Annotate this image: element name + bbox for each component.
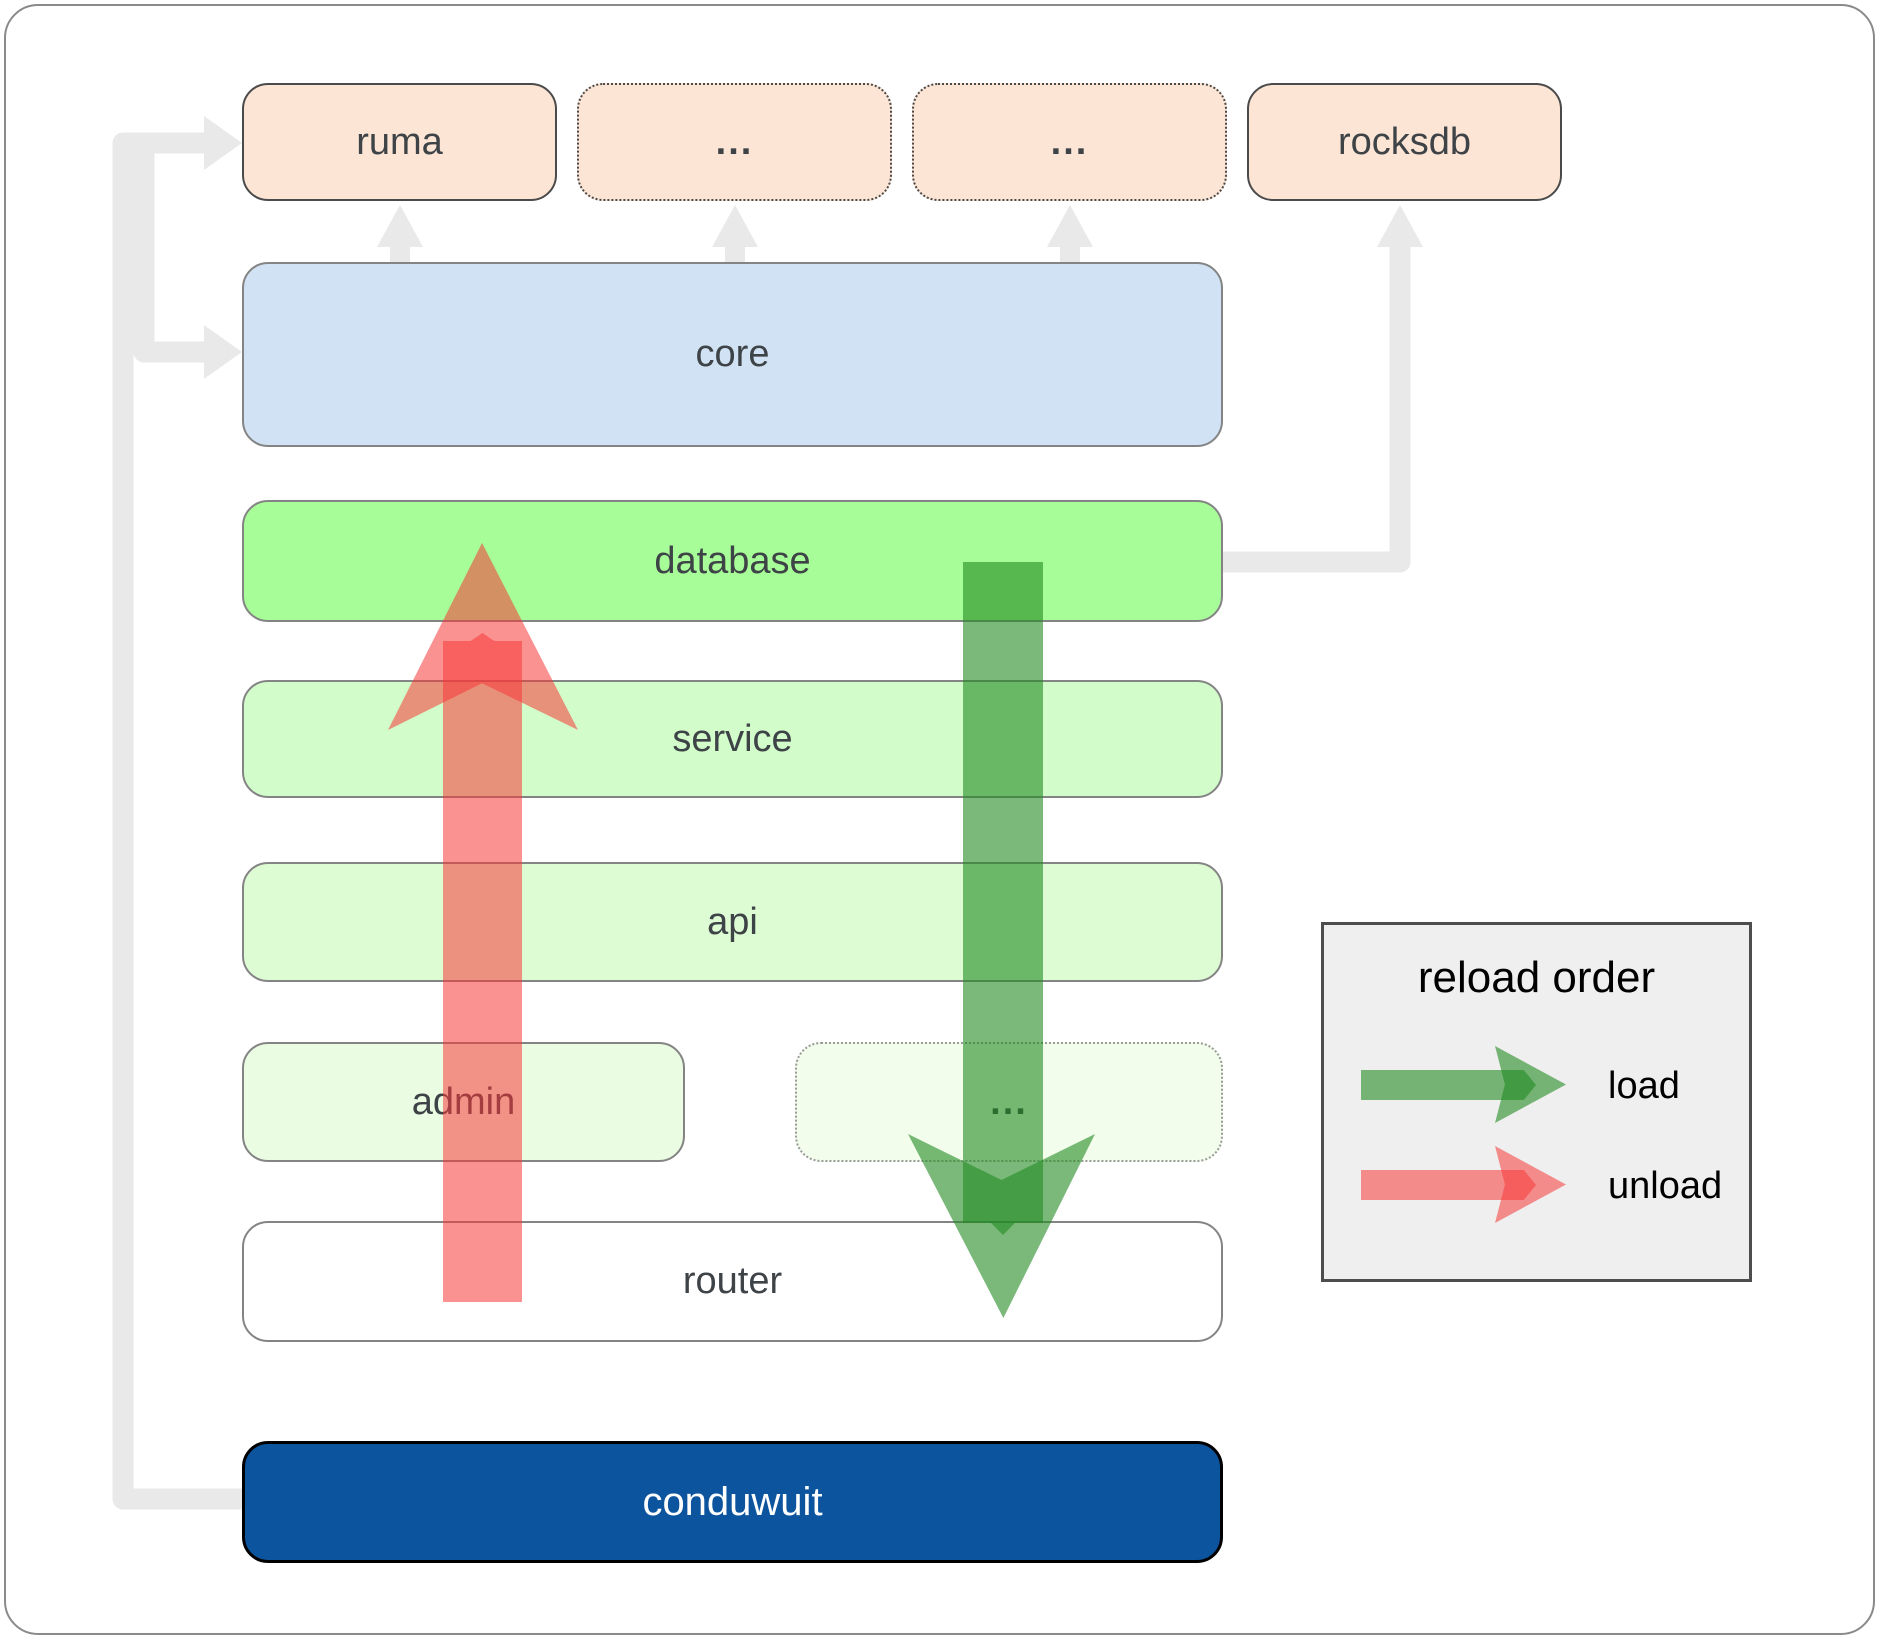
box-router-label: router — [682, 1260, 783, 1302]
box-misc-top-1: ... — [577, 83, 892, 201]
box-misc-top-2-label: ... — [1050, 120, 1089, 163]
box-misc-top-1-label: ... — [715, 120, 754, 163]
box-core-label: core — [695, 333, 770, 375]
box-rocksdb: rocksdb — [1247, 83, 1562, 201]
box-core: core — [242, 262, 1223, 447]
box-misc-mid-label: ... — [990, 1080, 1028, 1123]
box-router: router — [242, 1221, 1223, 1342]
box-ruma: ruma — [242, 83, 557, 201]
connector-branch-to-core — [133, 150, 206, 363]
box-api: api — [242, 862, 1223, 982]
box-misc-mid: ... — [795, 1042, 1223, 1162]
box-service-label: service — [672, 717, 793, 760]
box-admin-label: admin — [411, 1080, 516, 1123]
legend-load-arrow-shaft — [1361, 1070, 1536, 1100]
box-service: service — [242, 680, 1223, 798]
arrowhead-up-misc1 — [712, 205, 758, 247]
arrowhead-into-core — [204, 325, 242, 379]
box-misc-top-2: ... — [912, 83, 1227, 201]
legend-load-label: load — [1608, 1065, 1680, 1107]
legend-load-arrow-head — [1495, 1046, 1566, 1123]
arrowhead-into-ruma — [204, 116, 242, 170]
box-api-label: api — [707, 900, 758, 943]
legend-unload-arrow-shaft — [1361, 1170, 1536, 1200]
arrowhead-up-misc2 — [1047, 205, 1093, 247]
box-rocksdb-label: rocksdb — [1337, 120, 1472, 163]
box-conduwuit: conduwuit — [242, 1441, 1223, 1563]
outer-frame — [4, 4, 1875, 1635]
box-conduwuit-label: conduwuit — [642, 1479, 823, 1524]
legend-unload-arrow-head — [1495, 1146, 1566, 1223]
connector-conduwuit-to-ruma — [112, 132, 242, 1510]
box-database: database — [242, 500, 1223, 622]
legend-title: reload order — [1417, 953, 1656, 1002]
connector-database-to-rocksdb — [1223, 245, 1411, 573]
legend-unload-label: unload — [1608, 1165, 1723, 1207]
arrowhead-up-rocksdb — [1377, 205, 1423, 247]
box-ruma-label: ruma — [356, 120, 443, 163]
arrowhead-up-ruma — [377, 205, 423, 247]
box-admin: admin — [242, 1042, 685, 1162]
box-database-label: database — [654, 539, 811, 582]
legend-box: reload order load unload — [1321, 922, 1752, 1282]
